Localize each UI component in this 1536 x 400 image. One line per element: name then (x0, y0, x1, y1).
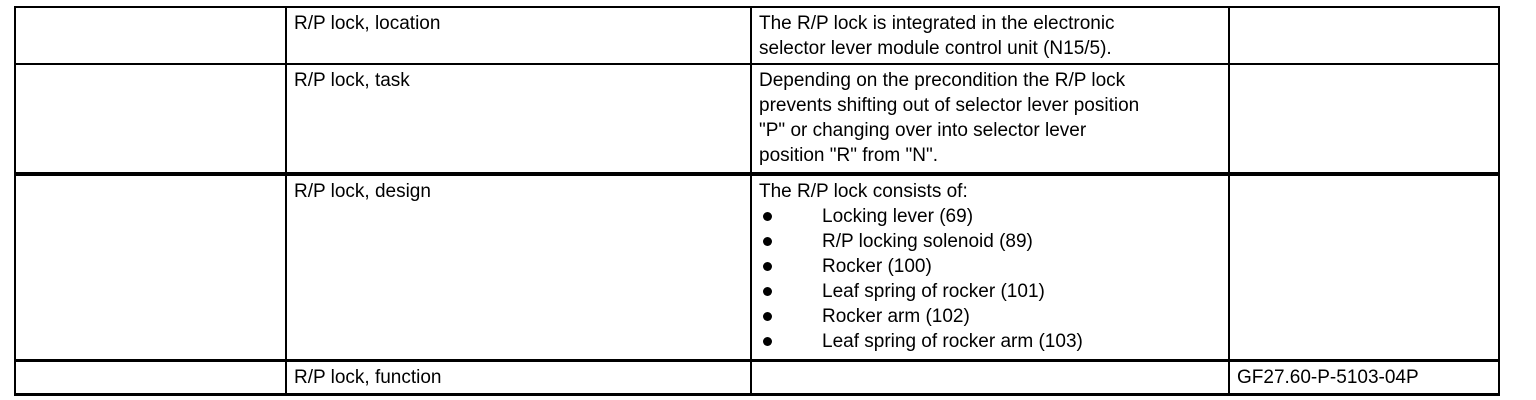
description-line: selector lever module control unit (N15/… (759, 38, 1112, 59)
list-item: Rocker (100) (759, 254, 1222, 279)
list-item-text: Rocker (100) (822, 256, 932, 277)
table-row-location: R/P lock, location The R/P lock is integ… (14, 6, 1500, 65)
bullet-icon (763, 237, 772, 246)
table-row-task: R/P lock, task Depending on the precondi… (14, 63, 1500, 176)
list-item-text: Locking lever (69) (822, 206, 974, 227)
topic-cell: R/P lock, location (285, 6, 752, 65)
list-item: Leaf spring of rocker (101) (759, 279, 1222, 304)
list-item: Rocker arm (102) (759, 304, 1222, 329)
table-row-function: R/P lock, function GF27.60-P-5103-04P (14, 359, 1500, 395)
list-item-text: R/P locking solenoid (89) (822, 231, 1033, 252)
spec-table: R/P lock, location The R/P lock is integ… (14, 6, 1500, 396)
description-intro: The R/P lock consists of: (759, 181, 968, 202)
list-item-text: Rocker arm (102) (822, 306, 970, 327)
empty-cell (14, 63, 287, 176)
topic-cell: R/P lock, function (285, 359, 752, 395)
description-cell: Depending on the precondition the R/P lo… (750, 63, 1230, 176)
bullet-icon (763, 262, 772, 271)
topic-cell: R/P lock, design (285, 173, 752, 362)
bullet-icon (763, 212, 772, 221)
code-cell (1228, 173, 1500, 362)
description-line: position "R" from "N". (759, 145, 939, 166)
topic-label: R/P lock, task (294, 70, 410, 91)
list-item-text: Leaf spring of rocker arm (103) (822, 331, 1083, 352)
bullet-icon (763, 337, 772, 346)
bullet-icon (763, 312, 772, 321)
empty-cell (14, 359, 287, 395)
description-line: The R/P lock is integrated in the electr… (759, 13, 1115, 34)
topic-label: R/P lock, location (294, 13, 441, 34)
list-item-text: Leaf spring of rocker (101) (822, 281, 1045, 302)
list-item: Leaf spring of rocker arm (103) (759, 329, 1222, 354)
code-cell (1228, 63, 1500, 176)
description-line: "P" or changing over into selector lever (759, 120, 1087, 141)
table-row-design: R/P lock, design The R/P lock consists o… (14, 173, 1500, 362)
list-item: R/P locking solenoid (89) (759, 229, 1222, 254)
document-code: GF27.60-P-5103-04P (1237, 366, 1419, 388)
bullet-icon (763, 287, 772, 296)
empty-cell (14, 173, 287, 362)
list-item: Locking lever (69) (759, 204, 1222, 229)
description-cell: The R/P lock consists of: Locking lever … (750, 173, 1230, 362)
topic-label: R/P lock, design (294, 181, 431, 202)
code-cell: GF27.60-P-5103-04P (1228, 359, 1500, 395)
empty-cell (14, 6, 287, 65)
design-bullet-list: Locking lever (69) R/P locking solenoid … (759, 204, 1222, 354)
description-cell (750, 359, 1230, 395)
topic-label: R/P lock, function (294, 366, 442, 388)
description-line: prevents shifting out of selector lever … (759, 95, 1140, 116)
topic-cell: R/P lock, task (285, 63, 752, 176)
description-line: Depending on the precondition the R/P lo… (759, 70, 1126, 91)
code-cell (1228, 6, 1500, 65)
description-cell: The R/P lock is integrated in the electr… (750, 6, 1230, 65)
